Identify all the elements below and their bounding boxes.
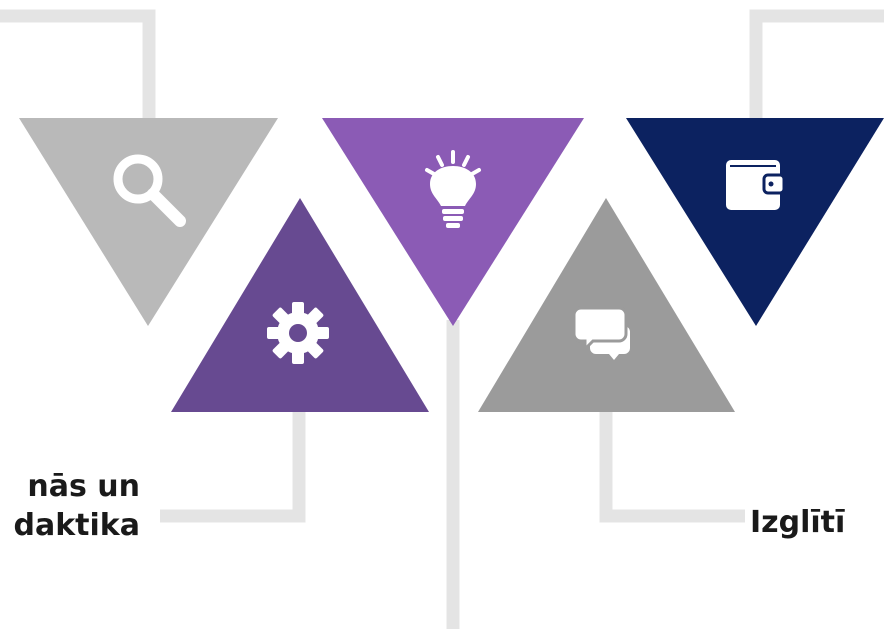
connector-lines (0, 9, 884, 629)
connector-bottom-right (599, 412, 745, 523)
gear-icon (267, 302, 329, 364)
triangle-search (19, 118, 278, 326)
connector-top-right (749, 9, 884, 118)
search-icon (113, 154, 186, 227)
chat-icon (572, 306, 630, 360)
label-left-line1: nās un (27, 469, 140, 504)
label-left: nās un daktika (14, 467, 141, 545)
connector-bottom-left (160, 412, 306, 523)
connector-top-left (0, 9, 156, 118)
label-right: Izglītī (750, 505, 846, 540)
wallet-icon (726, 160, 786, 210)
triangle-insight (322, 118, 584, 326)
label-left-line2: daktika (13, 508, 141, 543)
triangle-finance (626, 118, 884, 326)
lightbulb-icon (425, 150, 481, 228)
triangle-discussion (478, 198, 735, 412)
